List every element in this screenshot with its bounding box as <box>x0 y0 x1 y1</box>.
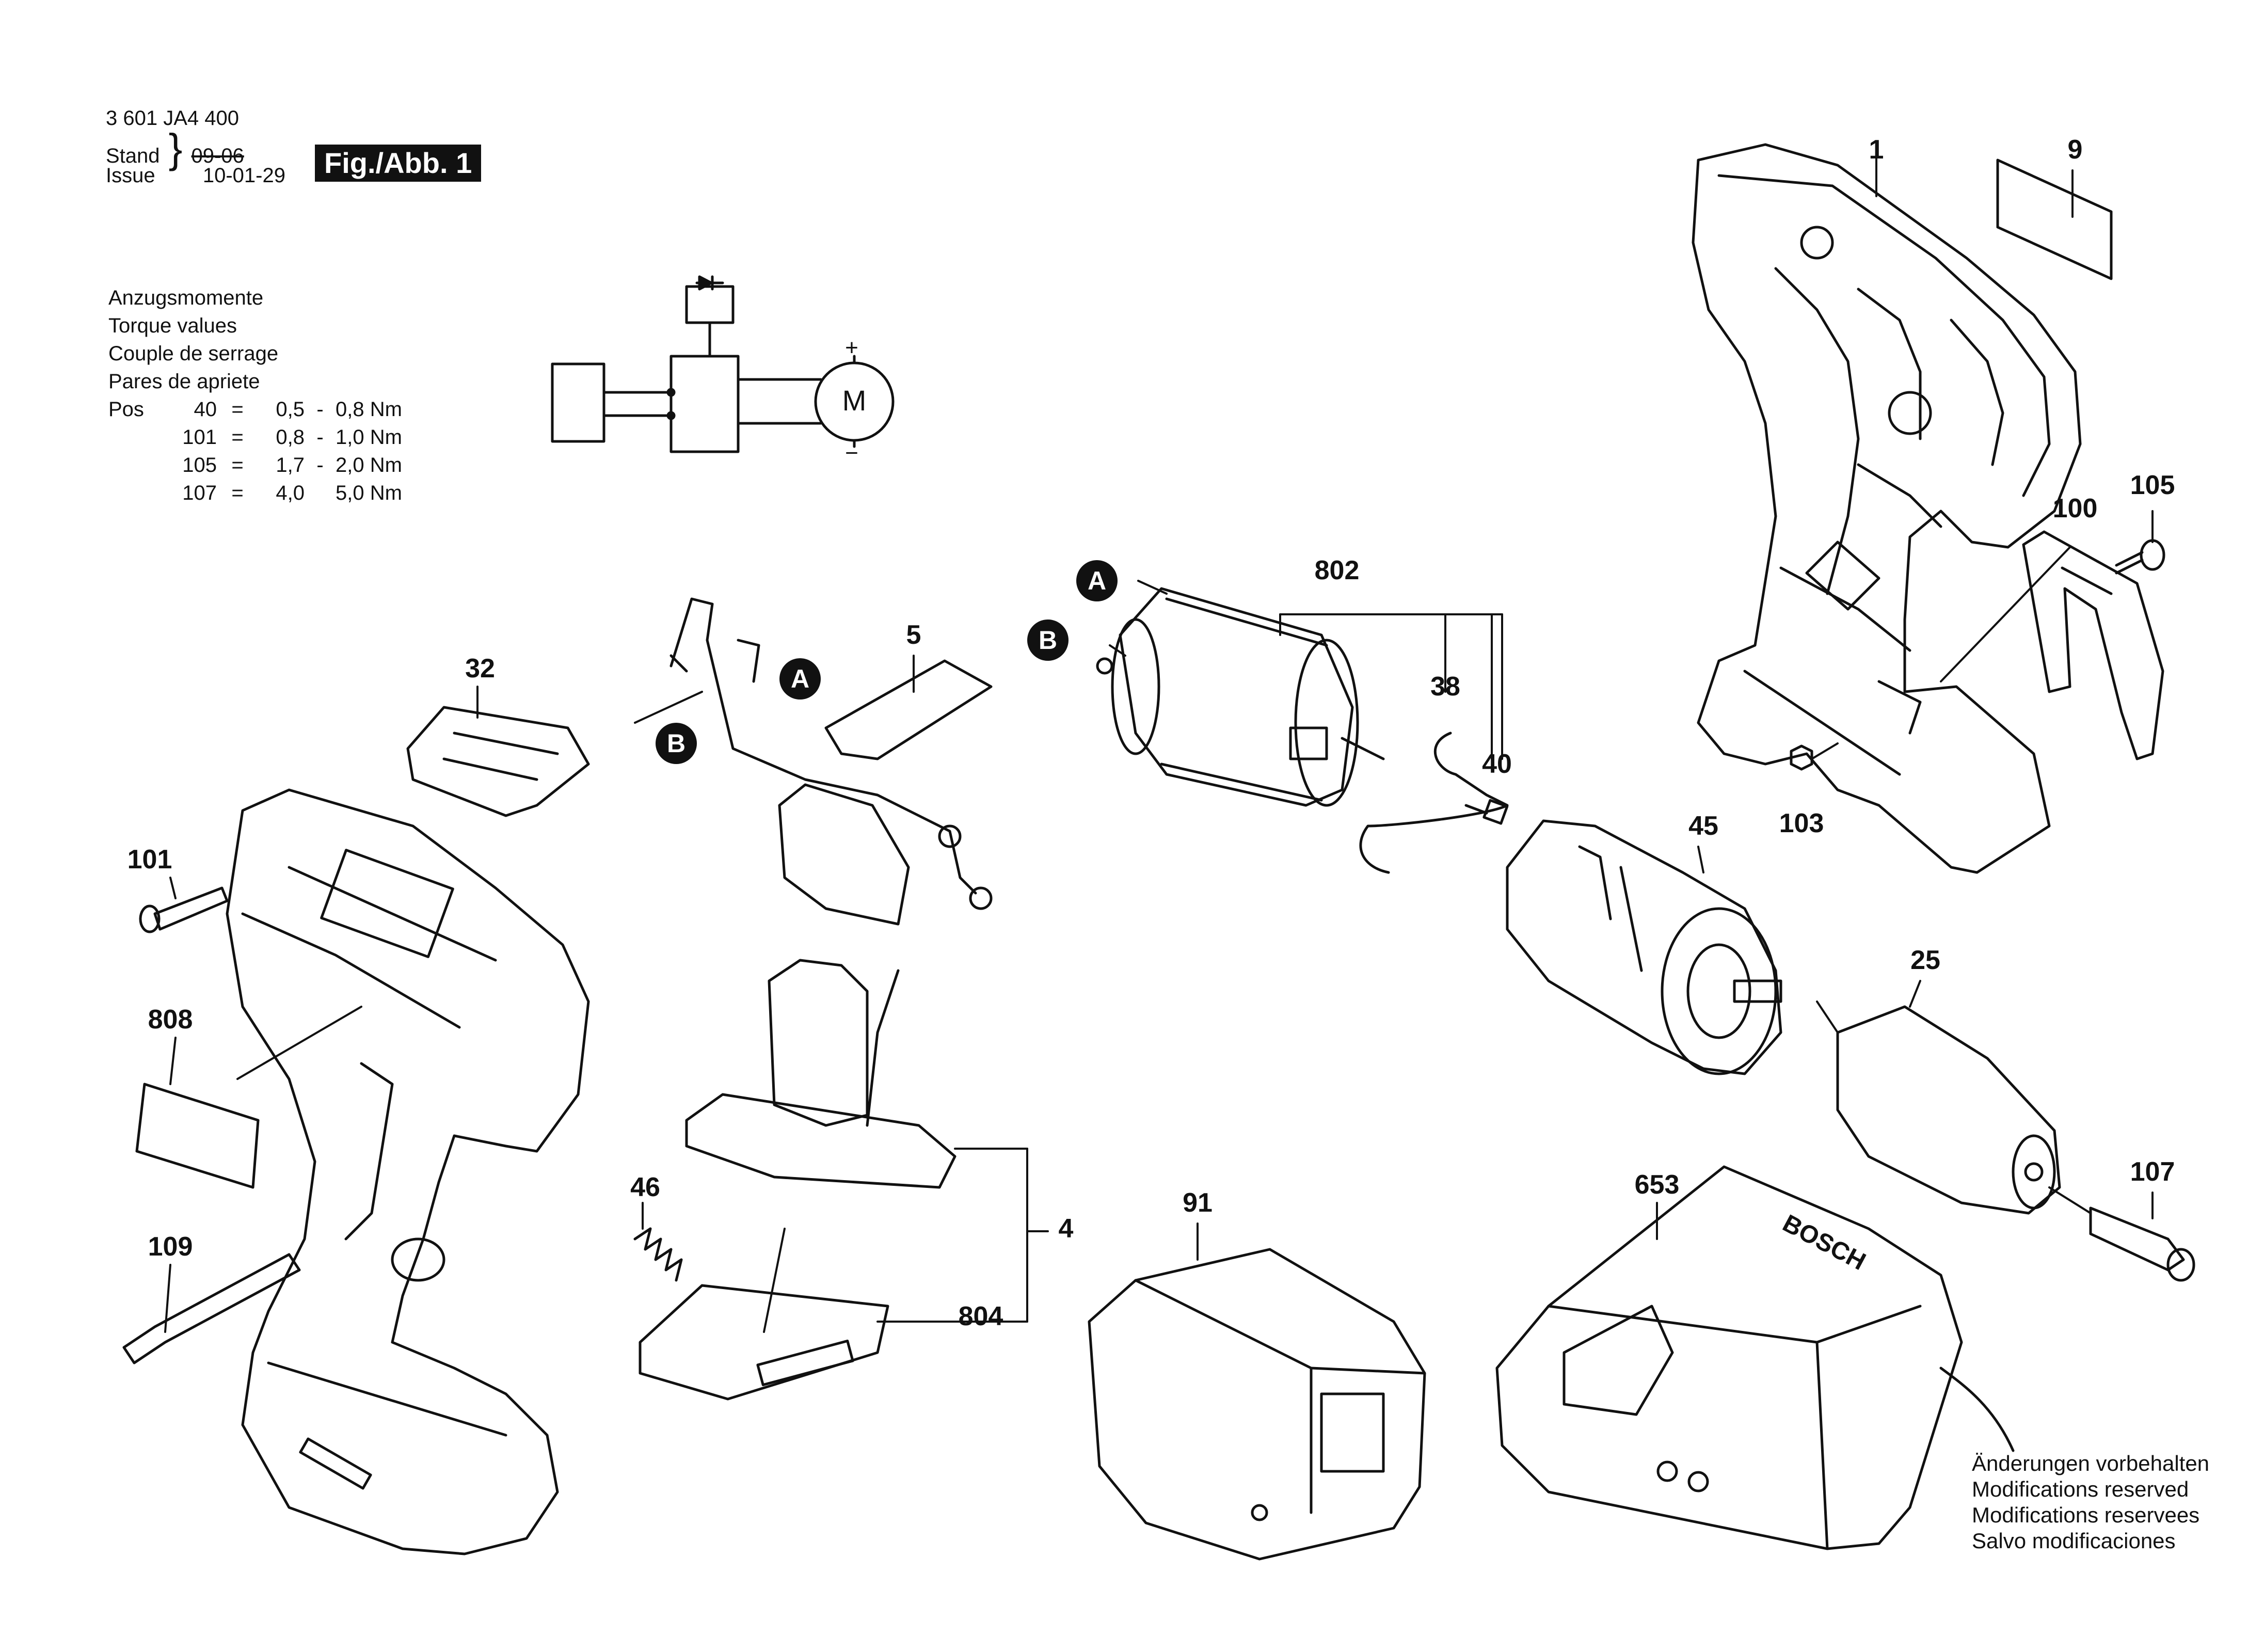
plus-sign: + <box>845 335 858 360</box>
part-label-103: 103 <box>1779 808 1824 838</box>
torque-pos: 105 <box>182 454 217 476</box>
part-label-653: 653 <box>1634 1170 1680 1200</box>
drill-housing-illustration <box>226 788 590 1555</box>
torque-min: 1,7 <box>276 454 305 476</box>
torque-row: 105 = 1,7 - 2,0 Nm <box>108 451 423 479</box>
part-label-32: 32 <box>465 654 495 684</box>
old-date: 09-06 <box>191 145 244 167</box>
modification-notes: Änderungen vorbehalten Modifications res… <box>1972 1451 2209 1554</box>
part-label-9: 9 <box>2067 135 2083 165</box>
battery-pack-illustration <box>1088 1248 1426 1561</box>
part-label-100: 100 <box>2052 494 2098 523</box>
minus-sign: − <box>845 440 858 466</box>
torque-eq: = <box>231 426 244 449</box>
gearbox-illustration <box>1506 819 1782 1075</box>
torque-dash: - <box>316 398 324 421</box>
torque-dash: - <box>316 426 324 449</box>
part-label-40: 40 <box>1482 749 1512 779</box>
torque-max: 2,0 Nm <box>336 454 402 476</box>
screw-107-illustration <box>2089 1206 2195 1282</box>
torque-pos: 40 <box>194 398 217 421</box>
wire-harness-illustration <box>669 597 977 895</box>
screwdriver-bit-illustration <box>122 1253 301 1364</box>
torque-min: 4,0 <box>276 482 305 504</box>
torque-row: 107 = 4,0 5,0 Nm <box>108 479 423 507</box>
torque-max: 1,0 Nm <box>336 426 402 449</box>
leader-lines <box>164 156 2154 1333</box>
part-label-5: 5 <box>906 620 921 650</box>
part-label-45: 45 <box>1688 811 1718 841</box>
chuck-illustration <box>1836 1005 2061 1215</box>
torque-title-en: Torque values <box>108 314 237 337</box>
stand-label: Stand <box>106 145 160 167</box>
torque-eq: = <box>231 398 244 421</box>
screw-105-illustration <box>2115 539 2165 575</box>
spring-46-illustration <box>633 1227 683 1282</box>
motor-symbol: M <box>842 384 867 417</box>
torque-eq: = <box>231 454 244 476</box>
charger-illustration <box>1495 1165 2015 1550</box>
torque-eq: = <box>231 482 244 504</box>
part-label-107: 107 <box>2130 1157 2175 1187</box>
part-label-25: 25 <box>1910 945 1940 975</box>
part-label-91: 91 <box>1183 1188 1213 1218</box>
part-label-802: 802 <box>1314 555 1360 585</box>
part-label-46: 46 <box>630 1172 660 1202</box>
belt-clip-illustration <box>2022 530 2164 760</box>
note-de: Änderungen vorbehalten <box>1972 1451 2210 1475</box>
part-label-38: 38 <box>1430 672 1460 702</box>
label-plate-illustration <box>1996 158 2113 280</box>
part-number: 3 601 JA4 400 <box>106 107 239 130</box>
part-label-101: 101 <box>127 845 172 875</box>
charger-brand: BOSCH <box>1778 1210 1870 1276</box>
torque-row: 101 = 0,8 - 1,0 Nm <box>108 423 423 451</box>
circuit-schematic <box>551 275 895 453</box>
issue-row: Issue 10-01-29 <box>106 163 285 188</box>
motor-illustration <box>1096 587 1385 807</box>
wire-connector-illustration <box>669 654 688 673</box>
torque-pos: 107 <box>182 482 217 504</box>
part-label-1: 1 <box>1869 135 1884 165</box>
torque-dash: - <box>316 454 324 476</box>
nut-103-illustration <box>1790 744 1813 771</box>
connector-marker-b: B <box>656 723 697 764</box>
note-en: Modifications reserved <box>1972 1477 2189 1501</box>
issue-date: 10-01-29 <box>202 164 285 187</box>
issue-label: Issue <box>106 164 155 187</box>
battery-cover-illustration <box>824 659 993 760</box>
nameplate-illustration <box>135 1083 260 1189</box>
note-es: Salvo modificaciones <box>1972 1529 2176 1553</box>
wire-terminal-illustration <box>737 639 760 683</box>
figure-label: Fig./Abb. 1 <box>315 145 482 182</box>
part-label-4: 4 <box>1058 1214 1074 1244</box>
screw-101-illustration <box>139 886 229 933</box>
torque-min: 0,8 <box>276 426 305 449</box>
spring-clip-illustration <box>1359 732 1509 874</box>
part-label-808: 808 <box>148 1005 193 1035</box>
note-fr: Modifications reservees <box>1972 1503 2200 1527</box>
connector-marker-b: B <box>1027 620 1069 661</box>
terminal-block-illustration <box>406 706 590 817</box>
torque-block: Anzugsmomente Torque values Couple de se… <box>108 284 423 507</box>
connector-marker-a: A <box>779 658 821 700</box>
torque-title-de: Anzugsmomente <box>108 287 264 309</box>
part-label-105: 105 <box>2130 470 2175 500</box>
torque-max: 0,8 Nm <box>336 398 402 421</box>
contact-plate-illustration <box>639 1284 889 1401</box>
torque-title-fr: Couple de serrage <box>108 342 279 365</box>
stand-row: Stand } 09-06 <box>106 128 244 169</box>
torque-title-es: Pares de apriete <box>108 370 260 393</box>
part-label-804: 804 <box>958 1301 1003 1331</box>
switch-illustration <box>685 783 993 1189</box>
housing-half-illustration <box>1692 143 2082 874</box>
screw-40-illustration <box>1464 799 1509 825</box>
connector-marker-a: A <box>1076 560 1118 601</box>
torque-max: 5,0 Nm <box>336 482 402 504</box>
part-label-109: 109 <box>148 1232 193 1262</box>
torque-min: 0,5 <box>276 398 305 421</box>
pos-label: Pos <box>108 398 144 421</box>
torque-pos: 101 <box>182 426 217 449</box>
torque-row: Pos 40 = 0,5 - 0,8 Nm <box>108 395 423 423</box>
